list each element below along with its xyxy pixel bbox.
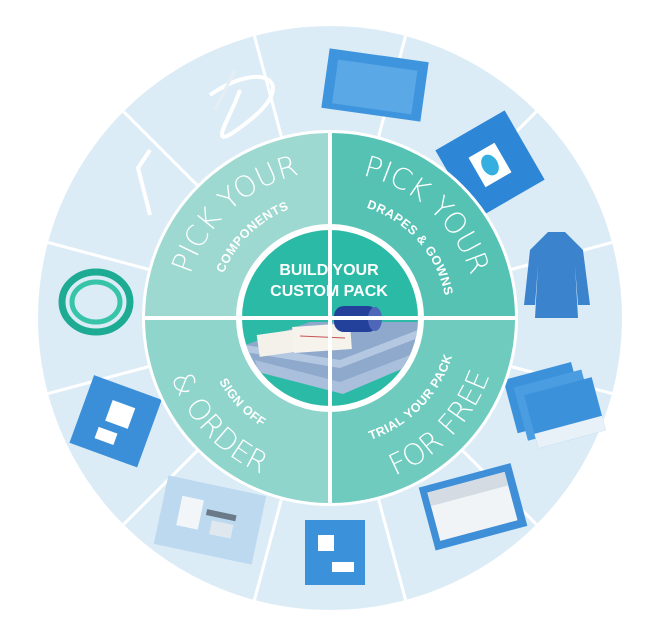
product-drape-pouch[interactable] xyxy=(69,375,162,468)
ring-divider xyxy=(252,35,284,140)
product-drapes-stacked[interactable] xyxy=(503,358,606,453)
product-catheter[interactable] xyxy=(135,148,152,216)
ring-divider xyxy=(122,110,201,189)
product-tubing-clear[interactable] xyxy=(208,69,275,139)
product-drape-square[interactable] xyxy=(305,520,365,585)
product-drape-absorbent[interactable] xyxy=(418,463,528,551)
ring-divider xyxy=(122,447,201,526)
product-drapes-folded[interactable] xyxy=(321,48,429,122)
ring-divider xyxy=(252,496,284,601)
product-surgical-gown[interactable] xyxy=(524,232,590,318)
product-tray-kit[interactable] xyxy=(153,475,267,565)
product-thumbnails xyxy=(58,48,606,585)
ring-divider xyxy=(47,240,152,272)
ring-divider xyxy=(376,496,408,601)
product-tubing-green[interactable] xyxy=(58,268,134,336)
